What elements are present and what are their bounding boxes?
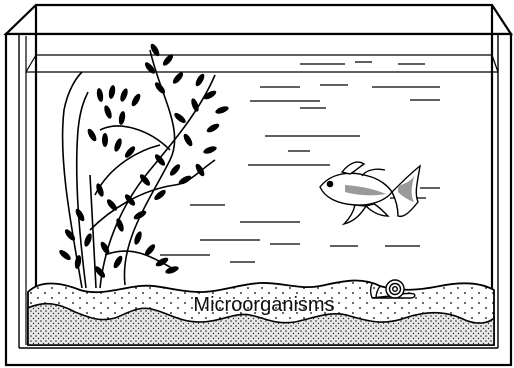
microorganisms-label: Microorganisms: [193, 294, 334, 316]
